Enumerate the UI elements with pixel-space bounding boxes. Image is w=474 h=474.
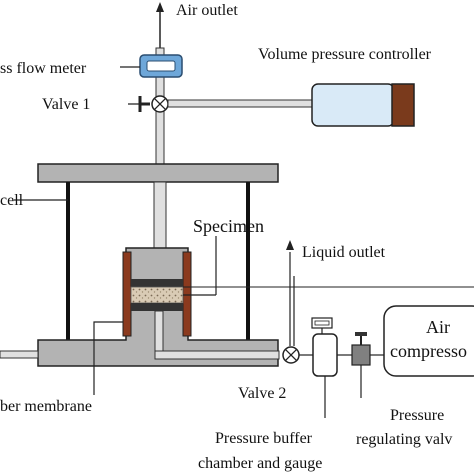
air-outlet-pipe — [155, 2, 165, 167]
rubber-membrane-leader — [93, 321, 123, 395]
pressure-buffer-chamber — [311, 317, 338, 418]
volume-pressure-controller — [311, 83, 415, 127]
pressure-regulating-valve — [351, 332, 384, 398]
mass-flow-meter — [120, 54, 183, 78]
valve-2 — [282, 346, 313, 364]
liquid-outlet-label: Liquid outlet — [302, 244, 386, 261]
rubber-membrane-left — [122, 251, 132, 337]
rubber-membrane-right — [182, 251, 192, 337]
controller-pipe — [167, 99, 313, 108]
top-porous-stone — [131, 279, 183, 287]
air-outlet-label: Air outlet — [176, 2, 238, 19]
air-compressor-label-line1: Air — [426, 317, 450, 337]
drainage-pipe — [154, 310, 280, 360]
pressure-regulating-label-line1: Pressure — [390, 407, 444, 424]
air-compressor — [383, 305, 474, 377]
valve-1-label: Valve 1 — [42, 96, 90, 113]
valve-2-label: Valve 2 — [238, 385, 286, 402]
cell-top-plate — [37, 163, 279, 183]
cell-label: cell — [0, 192, 24, 209]
bottom-porous-stone — [131, 303, 183, 311]
specimen-label: Specimen — [193, 216, 264, 236]
rubber-membrane-label: ber membrane — [0, 398, 92, 415]
air-compressor-label-line2: compresso — [390, 341, 467, 361]
mass-flow-meter-label: ss flow meter — [0, 60, 87, 77]
pressure-buffer-label-line1: Pressure buffer — [215, 430, 313, 447]
volume-pressure-controller-label: Volume pressure controller — [258, 46, 432, 63]
pressure-regulating-label-line2: regulating valv — [356, 431, 452, 448]
liquid-outlet — [286, 240, 295, 346]
specimen — [130, 286, 184, 304]
pressure-buffer-label-line2: chamber and gauge — [198, 455, 322, 472]
valve-1 — [128, 95, 169, 113]
left-inlet-pipe — [0, 350, 39, 359]
